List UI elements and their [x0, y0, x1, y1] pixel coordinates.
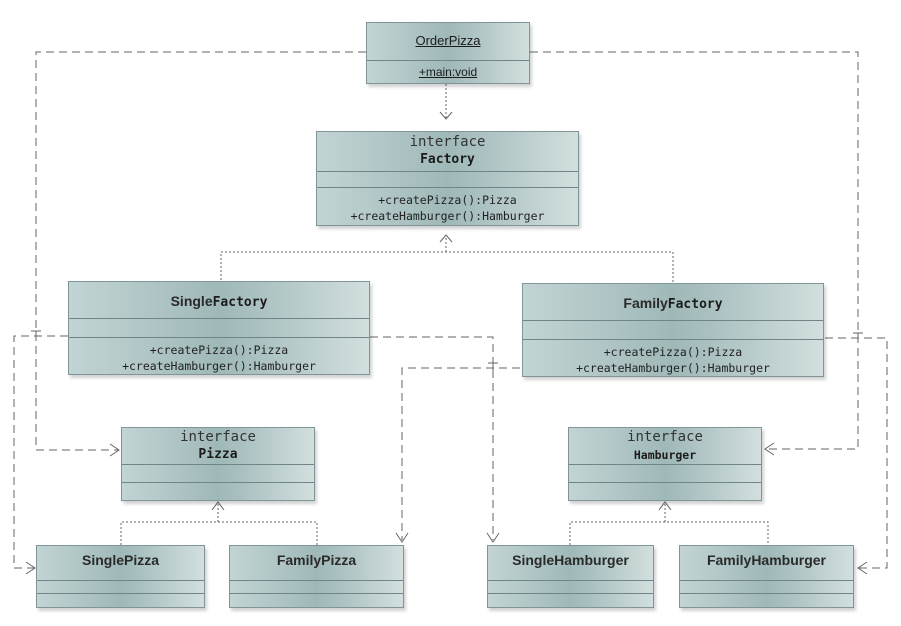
class-name: SinglePizza: [81, 552, 160, 568]
class-name-prefix: Single: [170, 293, 213, 309]
operation-createpizza: +createPizza():Pizza: [603, 345, 743, 359]
class-name: FamilyHamburger: [706, 552, 827, 568]
interface-factory[interactable]: interface Factory +createPizza():Pizza +…: [316, 131, 579, 226]
class-name: SingleFactory: [69, 291, 369, 310]
class-name-suffix: Factory: [667, 297, 723, 312]
arrowhead-singlepizza: [25, 561, 36, 575]
class-singlefactory[interactable]: SingleFactory +createPizza():Pizza +crea…: [68, 281, 370, 375]
operation-createhamburger: +createHamburger():Hamburger: [350, 209, 545, 223]
arrowhead-familyhamburger: [857, 561, 868, 575]
class-name-prefix: Family: [623, 295, 668, 311]
operation-createpizza: +createPizza():Pizza: [378, 193, 517, 207]
arrowhead-pizza-realize: [211, 501, 225, 511]
dependency-orderpizza-pizza: [35, 51, 366, 451]
class-familypizza[interactable]: FamilyPizza: [229, 545, 404, 608]
arrowhead-hamburger-realize: [658, 501, 672, 511]
line-jump-right: [853, 332, 863, 343]
realization-factories-factory: [220, 236, 674, 282]
class-name: Hamburger: [633, 448, 697, 462]
stereotype-label: interface: [409, 134, 486, 150]
dependency-familyfactory-familyhamburger: [825, 337, 888, 569]
class-name: SingleHamburger: [512, 552, 629, 568]
arrowhead-factory-realize: [439, 234, 453, 243]
class-name: OrderPizza: [415, 33, 481, 48]
line-jump-center: [488, 362, 498, 373]
line-jump-left: [31, 330, 41, 341]
stereotype-label: interface: [627, 429, 703, 445]
operation-createhamburger: +createHamburger():Hamburger: [122, 359, 316, 373]
arrowhead-hamburger: [764, 442, 775, 456]
arrowhead-familypizza: [395, 532, 409, 543]
class-name-suffix: Factory: [212, 295, 268, 310]
dependency-singlefactory-singlehamburger: [370, 336, 494, 540]
class-name: FamilyPizza: [276, 552, 357, 568]
arrowhead-factory: [439, 111, 453, 120]
operation-createhamburger: +createHamburger():Hamburger: [576, 361, 770, 375]
interface-hamburger[interactable]: interface Hamburger: [568, 427, 762, 501]
interface-pizza[interactable]: interface Pizza: [121, 427, 315, 501]
dependency-orderpizza-hamburger: [530, 51, 859, 450]
operation-main: +main:void: [418, 65, 478, 79]
class-name: FamilyFactory: [523, 293, 823, 312]
realization-hamburgers-hamburger: [569, 503, 769, 545]
class-singlepizza[interactable]: SinglePizza: [36, 545, 205, 608]
arrowhead-pizza: [109, 443, 120, 457]
class-singlehamburger[interactable]: SingleHamburger: [487, 545, 654, 608]
dependency-familyfactory-familypizza: [401, 367, 520, 540]
class-familyfactory[interactable]: FamilyFactory +createPizza():Pizza +crea…: [522, 283, 824, 377]
class-name: Pizza: [198, 447, 238, 462]
class-name: Factory: [420, 152, 475, 167]
realization-pizzas-pizza: [120, 503, 318, 545]
class-orderpizza[interactable]: OrderPizza +main:void: [366, 22, 530, 84]
dependency-singlefactory-singlepizza: [13, 335, 68, 569]
operation-createpizza: +createPizza():Pizza: [149, 343, 289, 357]
stereotype-label: interface: [180, 429, 256, 445]
class-familyhamburger[interactable]: FamilyHamburger: [679, 545, 854, 608]
arrowhead-singlehamburger: [486, 532, 500, 543]
